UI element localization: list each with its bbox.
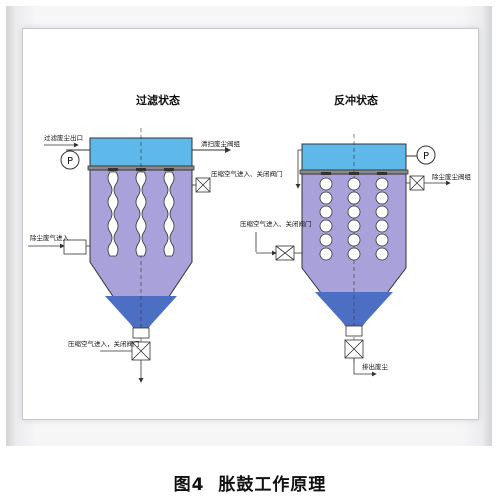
right-label-air: 压缩空气进入、关闭阀门 xyxy=(240,219,312,228)
figure-caption: 图4 胀鼓工作原理 xyxy=(0,470,500,495)
left-label-bottom-air: 压缩空气进入，关闭阀门 xyxy=(68,339,140,348)
figure-number: 图4 xyxy=(173,475,205,495)
left-filter-unit: P 过滤废尘出口 清扫废尘阀组 压缩空气进入、关闭阀门 除尘废气进入 压缩空气进… xyxy=(28,128,283,383)
left-filter-bags xyxy=(107,171,175,257)
right-pump-icon xyxy=(416,145,436,165)
left-title: 过滤状态 xyxy=(136,93,180,107)
diagram: 过滤状态 xyxy=(28,93,472,383)
right-title: 反冲状态 xyxy=(334,93,378,107)
right-label-bottom: 排出废尘 xyxy=(362,362,389,371)
left-pump-symbol: P xyxy=(67,156,73,167)
right-filter-bags xyxy=(319,177,389,261)
left-label-top: 过滤废尘出口 xyxy=(44,133,83,142)
left-label-air: 压缩空气进入、关闭阀门 xyxy=(211,169,283,178)
left-label-inlet: 除尘废气进入 xyxy=(30,233,70,242)
left-label-valve: 清扫废尘阀组 xyxy=(201,139,241,148)
right-label-right: 除尘废尘阀组 xyxy=(432,172,472,181)
right-filter-unit: P 除尘废尘阀组 压缩空气进入、关闭阀门 排出废尘 xyxy=(240,134,472,377)
left-pump-icon xyxy=(60,150,80,170)
right-pump-symbol: P xyxy=(423,151,429,162)
left-inlet-box xyxy=(63,239,87,255)
figure-title: 胀鼓工作原理 xyxy=(218,475,327,495)
